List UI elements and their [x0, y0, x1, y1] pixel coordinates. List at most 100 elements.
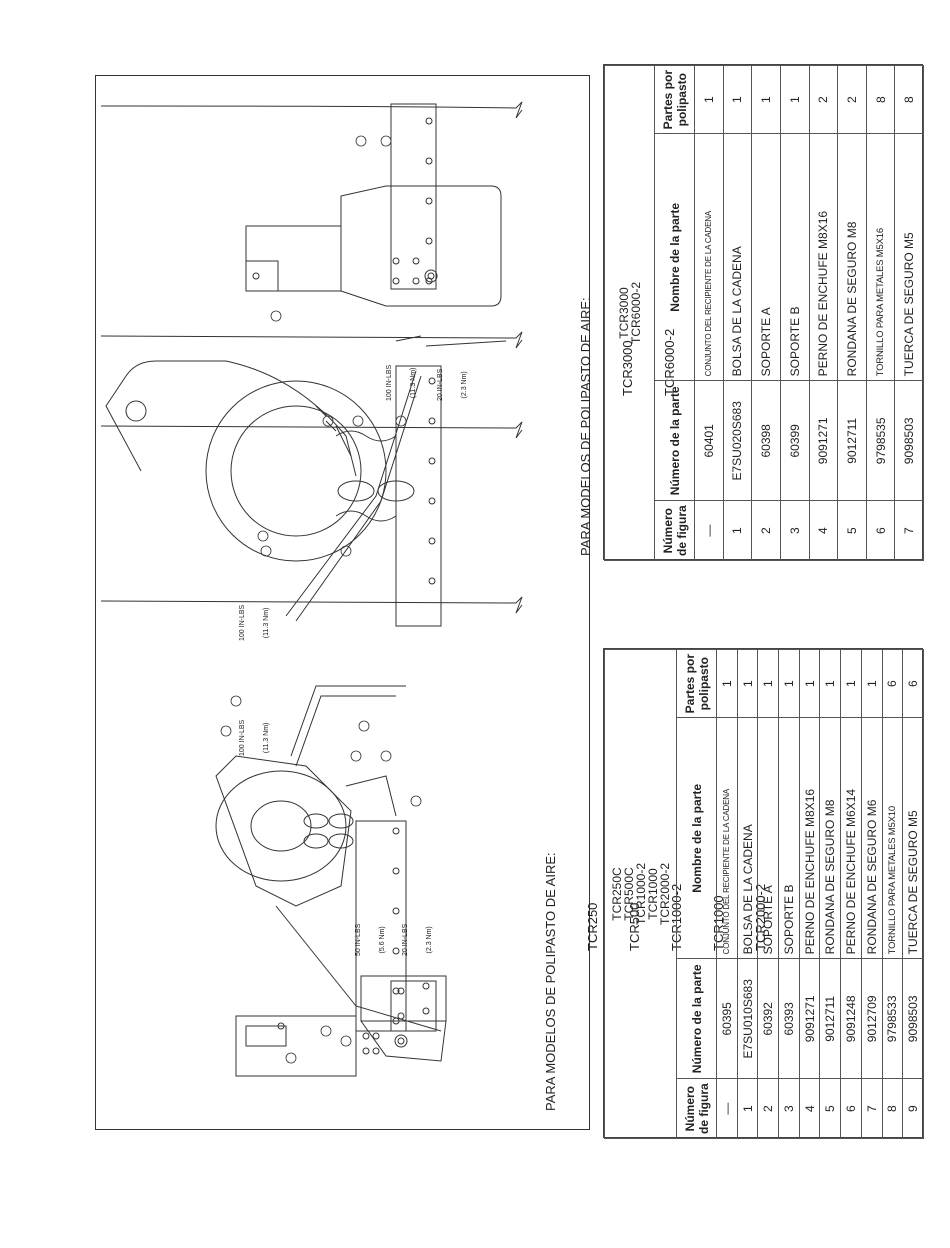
col-header-part-name: Nombre de la parte	[654, 133, 695, 381]
torque-metric: (2.3 Nm)	[461, 371, 468, 399]
cell-part: 9091271	[809, 380, 838, 501]
torque-metric: (11.3 Nm)	[410, 367, 417, 399]
cell-qty: 1	[716, 649, 738, 718]
cell-fig: 3	[780, 500, 809, 561]
cell-fig: —	[694, 500, 724, 561]
cell-name: TORNILLO PARA METALES M5X10	[882, 717, 903, 959]
cell-name: PERNO DE ENCHUFE M8X16	[809, 133, 838, 381]
cell-fig: 4	[799, 1078, 820, 1139]
col-header-fig: Número de figura	[654, 500, 695, 561]
cell-part: 9091271	[799, 958, 820, 1079]
cell-qty: 6	[902, 649, 924, 718]
cell-fig: —	[716, 1078, 738, 1139]
cell-fig: 4	[809, 500, 838, 561]
cell-part: 9012709	[861, 958, 882, 1079]
left-model-1: TCR250	[585, 902, 600, 951]
cell-qty: 1	[723, 65, 752, 134]
parts-table: TCR250C TCR500C TCR1000-2 TCR1000 TCR200…	[604, 649, 924, 1139]
col-header-qty: Partes por polipasto	[676, 649, 717, 718]
cell-part: 9091248	[840, 958, 862, 1079]
cell-part: 60392	[757, 958, 779, 1079]
right-caption-title: PARA MODELOS DE POLIPASTO DE AIRE:	[578, 297, 593, 556]
cell-fig: 8	[882, 1078, 903, 1139]
cell-qty: 2	[837, 65, 867, 134]
torque-metric: (11.3 Nm)	[263, 607, 270, 639]
cell-part: 9012711	[819, 958, 841, 1079]
left-caption-title: PARA MODELOS DE POLIPASTO DE AIRE:	[543, 852, 558, 1111]
torque-value: 100 IN-LBS	[239, 604, 246, 641]
cell-name: PERNO DE ENCHUFE M6X14	[840, 717, 862, 959]
cell-qty: 1	[757, 649, 779, 718]
col-header-fig: Número de figura	[676, 1078, 717, 1139]
cell-part: 9098503	[902, 958, 924, 1079]
cell-name: PERNO DE ENCHUFE M8X16	[799, 717, 820, 959]
drawing-lines	[100, 101, 523, 1077]
exploded-view-drawing: PARA MODELOS DE POLIPASTO DE AIRE: TCR30…	[95, 75, 768, 1130]
torque-label-100-a: 100 IN-LBS (11.3 Nm)	[223, 605, 287, 641]
cell-part: 9798535	[866, 380, 895, 501]
torque-label-20-a: 20 IN-LBS (2.3 Nm)	[421, 369, 485, 401]
torque-value: 50 IN-LBS	[355, 923, 362, 956]
cell-part: E7SU020S683	[723, 380, 752, 501]
cell-fig: 7	[861, 1078, 882, 1139]
cell-part: 60393	[778, 958, 800, 1079]
cell-fig: 6	[840, 1078, 862, 1139]
col-header-qty: Partes por polipasto	[654, 65, 695, 134]
cell-qty: 8	[894, 65, 924, 134]
table-models: TCR250C TCR500C TCR1000-2 TCR1000 TCR200…	[604, 649, 677, 1139]
cell-name: CONJUNTO DEL RECIPIENTE DE LA CADENA	[694, 133, 724, 381]
cell-name: RONDANA DE SEGURO M6	[861, 717, 882, 959]
cell-qty: 2	[809, 65, 838, 134]
cell-fig: 5	[837, 500, 867, 561]
cell-part: 9012711	[837, 380, 867, 501]
cell-name: TUERCA DE SEGURO M5	[894, 133, 924, 381]
cell-part: 9098503	[894, 380, 924, 501]
cell-fig: 2	[757, 1078, 779, 1139]
cell-qty: 1	[861, 649, 882, 718]
cell-qty: 1	[751, 65, 781, 134]
cell-qty: 8	[866, 65, 895, 134]
cell-qty: 1	[778, 649, 800, 718]
cell-name: TORNILLO PARA METALES M5X16	[866, 133, 895, 381]
cell-fig: 3	[778, 1078, 800, 1139]
torque-metric: (2.3 Nm)	[426, 926, 433, 954]
torque-value: 100 IN-LBS	[386, 364, 393, 401]
cell-name: SOPORTE B	[780, 133, 809, 381]
cell-qty: 1	[799, 649, 820, 718]
cell-name: BOLSA DE LA CADENA	[723, 133, 752, 381]
parts-table: TCR3000 TCR6000-2 Número de figura Númer…	[604, 65, 924, 561]
cell-qty: 6	[882, 649, 903, 718]
cell-part: 9798533	[882, 958, 903, 1079]
cell-name: CONJUNTO DEL RECIPIENTE DE LA CADENA	[716, 717, 738, 959]
torque-value: 100 IN-LBS	[239, 719, 246, 756]
cell-fig: 7	[894, 500, 924, 561]
parts-table-tcr3000: TCR3000 TCR6000-2 Número de figura Númer…	[603, 64, 924, 561]
cell-qty: 1	[840, 649, 862, 718]
torque-metric: (11.3 Nm)	[263, 722, 270, 754]
torque-label-100-c: 100 IN-LBS (11.3 Nm)	[223, 720, 287, 756]
cell-name: SOPORTE B	[778, 717, 800, 959]
parts-table-tcr250: TCR250C TCR500C TCR1000-2 TCR1000 TCR200…	[603, 648, 924, 1139]
cell-qty: 1	[819, 649, 841, 718]
cell-fig: 1	[723, 500, 752, 561]
cell-name: RONDANA DE SEGURO M8	[819, 717, 841, 959]
cell-fig: 1	[737, 1078, 758, 1139]
cell-name: SOPORTE A	[751, 133, 781, 381]
col-header-part-name: Nombre de la parte	[676, 717, 717, 959]
cell-part: 60398	[751, 380, 781, 501]
table-models: TCR3000 TCR6000-2	[604, 65, 655, 561]
